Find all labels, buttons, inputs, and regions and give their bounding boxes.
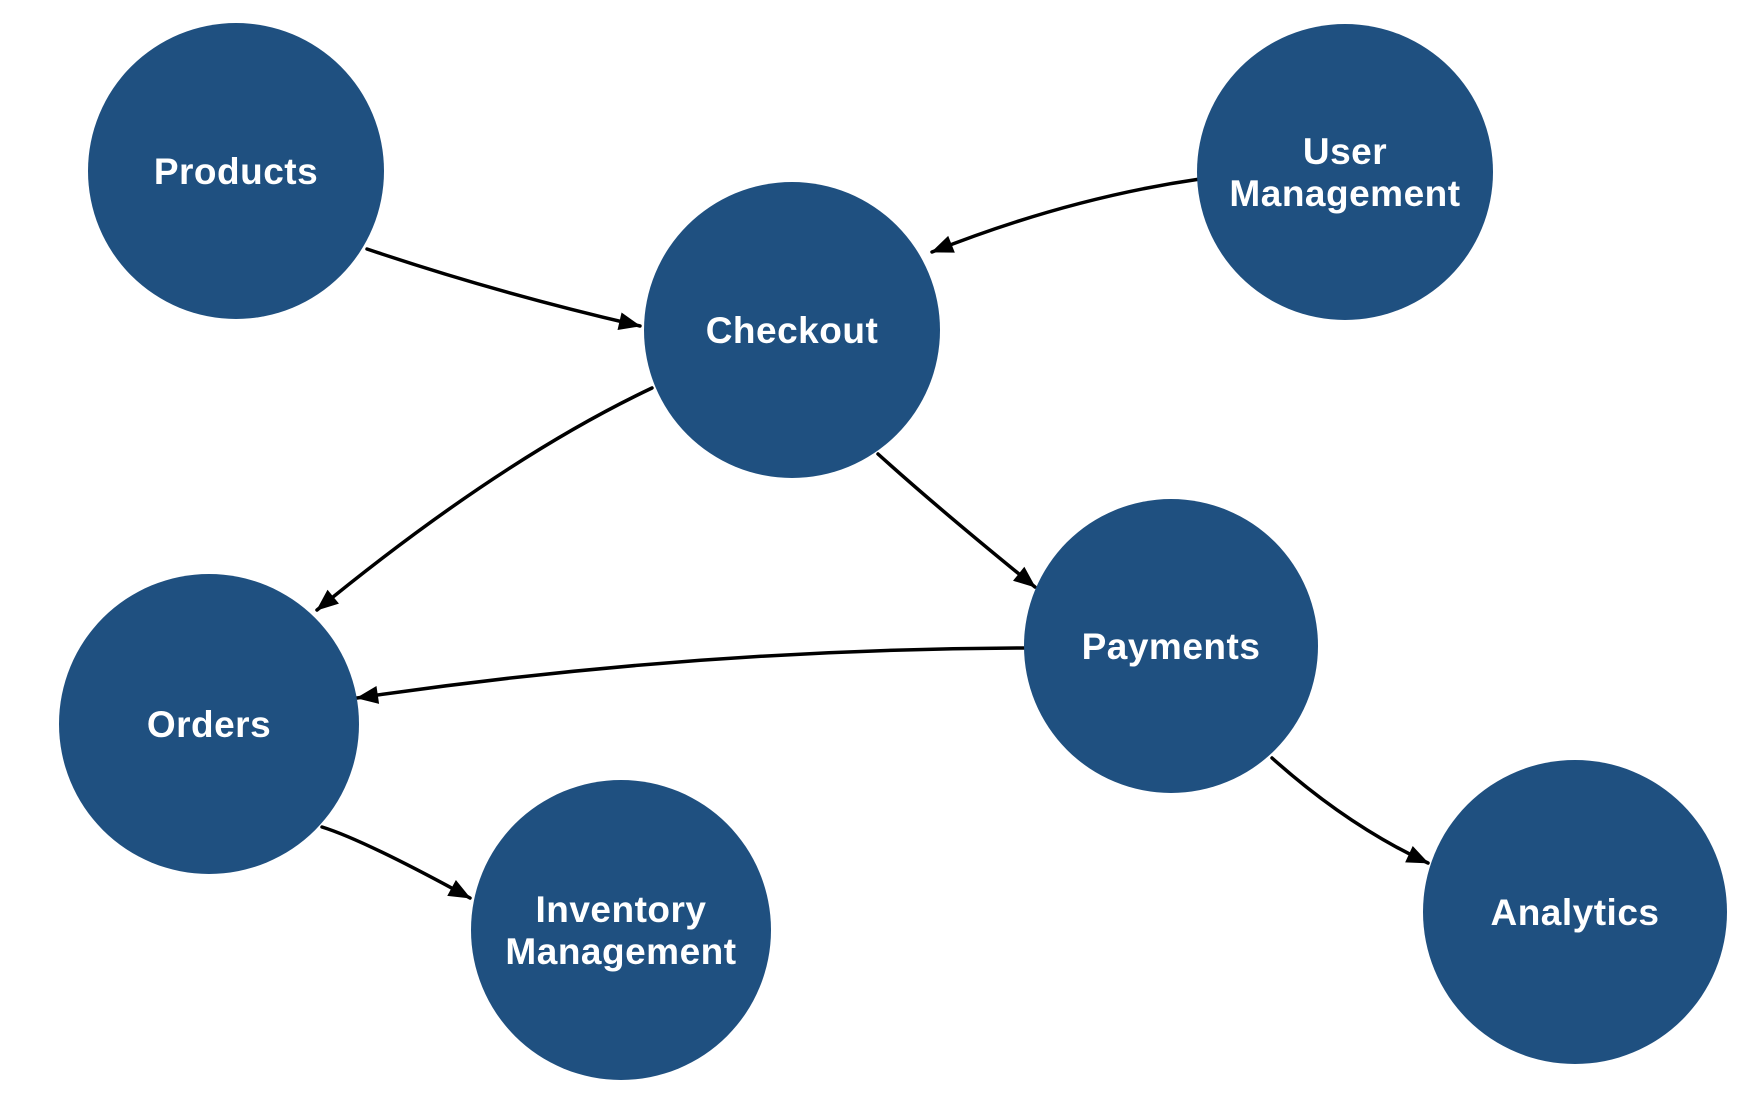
node-circle-products: [88, 23, 384, 319]
edge-payments-to-analytics: [1270, 756, 1430, 865]
node-label-line: Orders: [147, 704, 271, 745]
node-label-line: Products: [154, 151, 318, 192]
node-circle-inventory-management: [471, 780, 771, 1080]
edge-orders-to-inventory-management: [320, 825, 472, 900]
node-payments: Payments: [1024, 499, 1318, 793]
node-label-checkout: Checkout: [706, 310, 879, 351]
node-products: Products: [88, 23, 384, 319]
node-checkout: Checkout: [644, 182, 940, 478]
node-circle-checkout: [644, 182, 940, 478]
node-label-line: Management: [1229, 173, 1460, 214]
edge-payments-to-orders: [355, 646, 1027, 704]
node-circle-orders: [59, 574, 359, 874]
edge-user-management-to-checkout: [930, 177, 1202, 254]
edge-products-to-checkout: [365, 247, 642, 331]
node-orders: Orders: [59, 574, 359, 874]
node-label-line: Management: [505, 931, 736, 972]
node-label-payments: Payments: [1082, 626, 1261, 667]
node-circle-analytics: [1423, 760, 1727, 1064]
node-label-analytics: Analytics: [1490, 892, 1659, 933]
node-circle-user-management: [1197, 24, 1493, 320]
node-circle-payments: [1024, 499, 1318, 793]
node-label-line: Analytics: [1490, 892, 1659, 933]
node-label-line: Inventory: [535, 889, 706, 930]
node-label-orders: Orders: [147, 704, 271, 745]
node-label-line: Payments: [1082, 626, 1261, 667]
edge-checkout-to-orders: [315, 386, 654, 612]
edges-layer: [315, 177, 1430, 900]
node-analytics: Analytics: [1423, 760, 1727, 1064]
node-label-line: Checkout: [706, 310, 879, 351]
edge-checkout-to-payments: [876, 452, 1037, 589]
node-label-products: Products: [154, 151, 318, 192]
node-label-line: User: [1303, 131, 1387, 172]
